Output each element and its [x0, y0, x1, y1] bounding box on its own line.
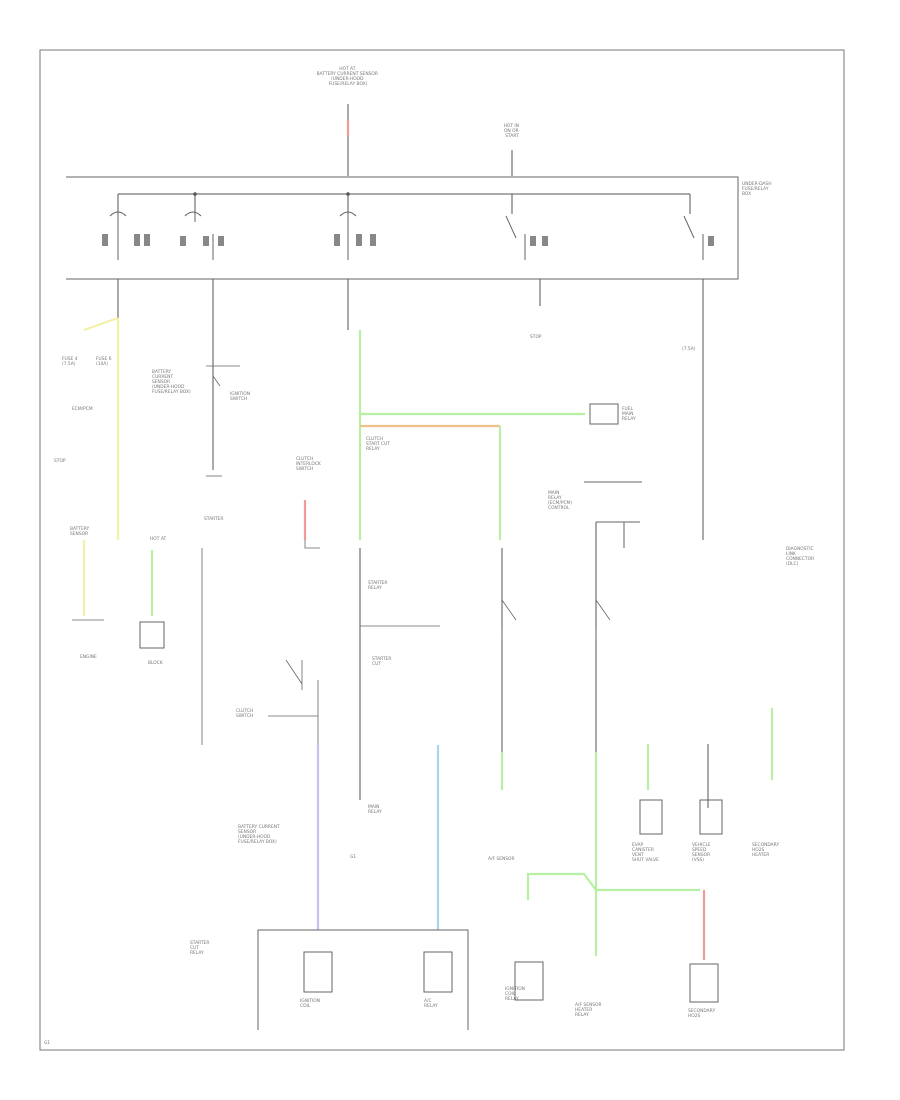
label-branch-1: EVAP CANISTER VENT SHUT VALVE [632, 842, 659, 863]
label-fuse-left: FUSE 4 (7.5A) [62, 356, 79, 367]
junction [193, 192, 197, 196]
component-col1b [139, 621, 165, 649]
label-lower-mid: MAIN RELAY [368, 804, 382, 815]
component-bottom-left [303, 951, 333, 993]
relay-col5 [584, 481, 642, 548]
label-engine-block: ENGINE [80, 654, 97, 660]
wire-col1-yellow [82, 318, 120, 616]
switch-lower-left [285, 659, 319, 745]
label-stop: STOP [54, 458, 66, 464]
diagram-frame [39, 49, 845, 1051]
label-bottom-left-2: STARTER CUT RELAY [190, 940, 211, 956]
relay-box-top [589, 403, 619, 425]
label-top-source: HOT AT BATTERY CURRENT SENSOR (UNDER-HOO… [317, 66, 380, 87]
label-col6: (7.5A) [682, 346, 696, 352]
label-ignition: IGNITION SWITCH [230, 391, 251, 402]
label-fuse-mid: FUSE 6 (10A) [96, 356, 113, 367]
switch-col5 [595, 599, 611, 640]
label-fuel-main: FUEL MAIN RELAY [622, 406, 636, 422]
label-battery-box: BATTERY CURRENT SENSOR (UNDER-HOOD FUSE/… [152, 369, 191, 395]
label-branch-3: SECONDARY HO2S HEATER [752, 842, 781, 858]
label-bottom-left-1: BATTERY CURRENT SENSOR (UNDER-HOOD FUSE/… [238, 824, 281, 845]
label-bottom-relay-b: A/C RELAY [424, 998, 438, 1009]
switch-col4 [501, 599, 517, 640]
label-corner-mid: G1 [350, 854, 356, 860]
wire-col5-green [526, 752, 700, 956]
label-clutch-switch-2: CLUTCH SWITCH [236, 708, 255, 719]
label-corner: G1 [44, 1040, 50, 1046]
wire-red-stub-end [304, 540, 320, 549]
fuse-group [109, 211, 704, 260]
label-starter-cut: STARTER [204, 516, 223, 522]
label-clutch-switch: CLUTCH INTERLOCK SWITCH [296, 456, 322, 472]
label-bottom-relay-2: A/F SENSOR HEATER RELAY [575, 1002, 603, 1018]
wire-col1-left [83, 316, 119, 332]
label-engine-block-2: BLOCK [148, 660, 163, 666]
label-fuse-box: UNDER-DASH FUSE/RELAY BOX [742, 181, 773, 197]
label-diag: MAIN RELAY (ECM/PCM) CONTROL [548, 490, 573, 511]
label-mid-note: CLUTCH START CUT RELAY [366, 436, 391, 452]
label-col4-bottom: A/F SENSOR [488, 856, 515, 862]
label-col5-top: STOP [530, 334, 542, 340]
fuse-box-outline [66, 176, 739, 280]
label-mid-relay: STARTER RELAY [368, 580, 389, 591]
label-left-source: HOT IN ON OR START [504, 123, 521, 139]
label-bottom-relay-a: IGNITION COIL [300, 998, 321, 1009]
label-right-note: DIAGNOSTIC LINK CONNECTOR (DLC) [786, 546, 816, 567]
label-sensor: BATTERY SENSOR [70, 526, 91, 537]
junction [346, 192, 350, 196]
component-bottom-mid [423, 951, 453, 993]
label-hot-at: HOT AT [150, 536, 166, 542]
bus-bar [117, 193, 691, 214]
bottom-box [257, 929, 469, 1030]
label-branch-2: VEHICLE SPEED SENSOR (VSS) [692, 842, 712, 863]
switch-col2 [206, 365, 240, 387]
label-ecm: ECM/PCM [72, 406, 93, 412]
label-bottom-relay-3: SECONDARY HO2S [688, 1008, 717, 1019]
component-branch-1 [639, 799, 663, 835]
component-bottom-3 [689, 963, 719, 1003]
label-mid-relay-lower: STARTER CUT [372, 656, 393, 667]
component-branch-2 [699, 799, 723, 835]
component-bottom-1 [514, 961, 544, 1001]
fuse-labels [102, 234, 714, 246]
